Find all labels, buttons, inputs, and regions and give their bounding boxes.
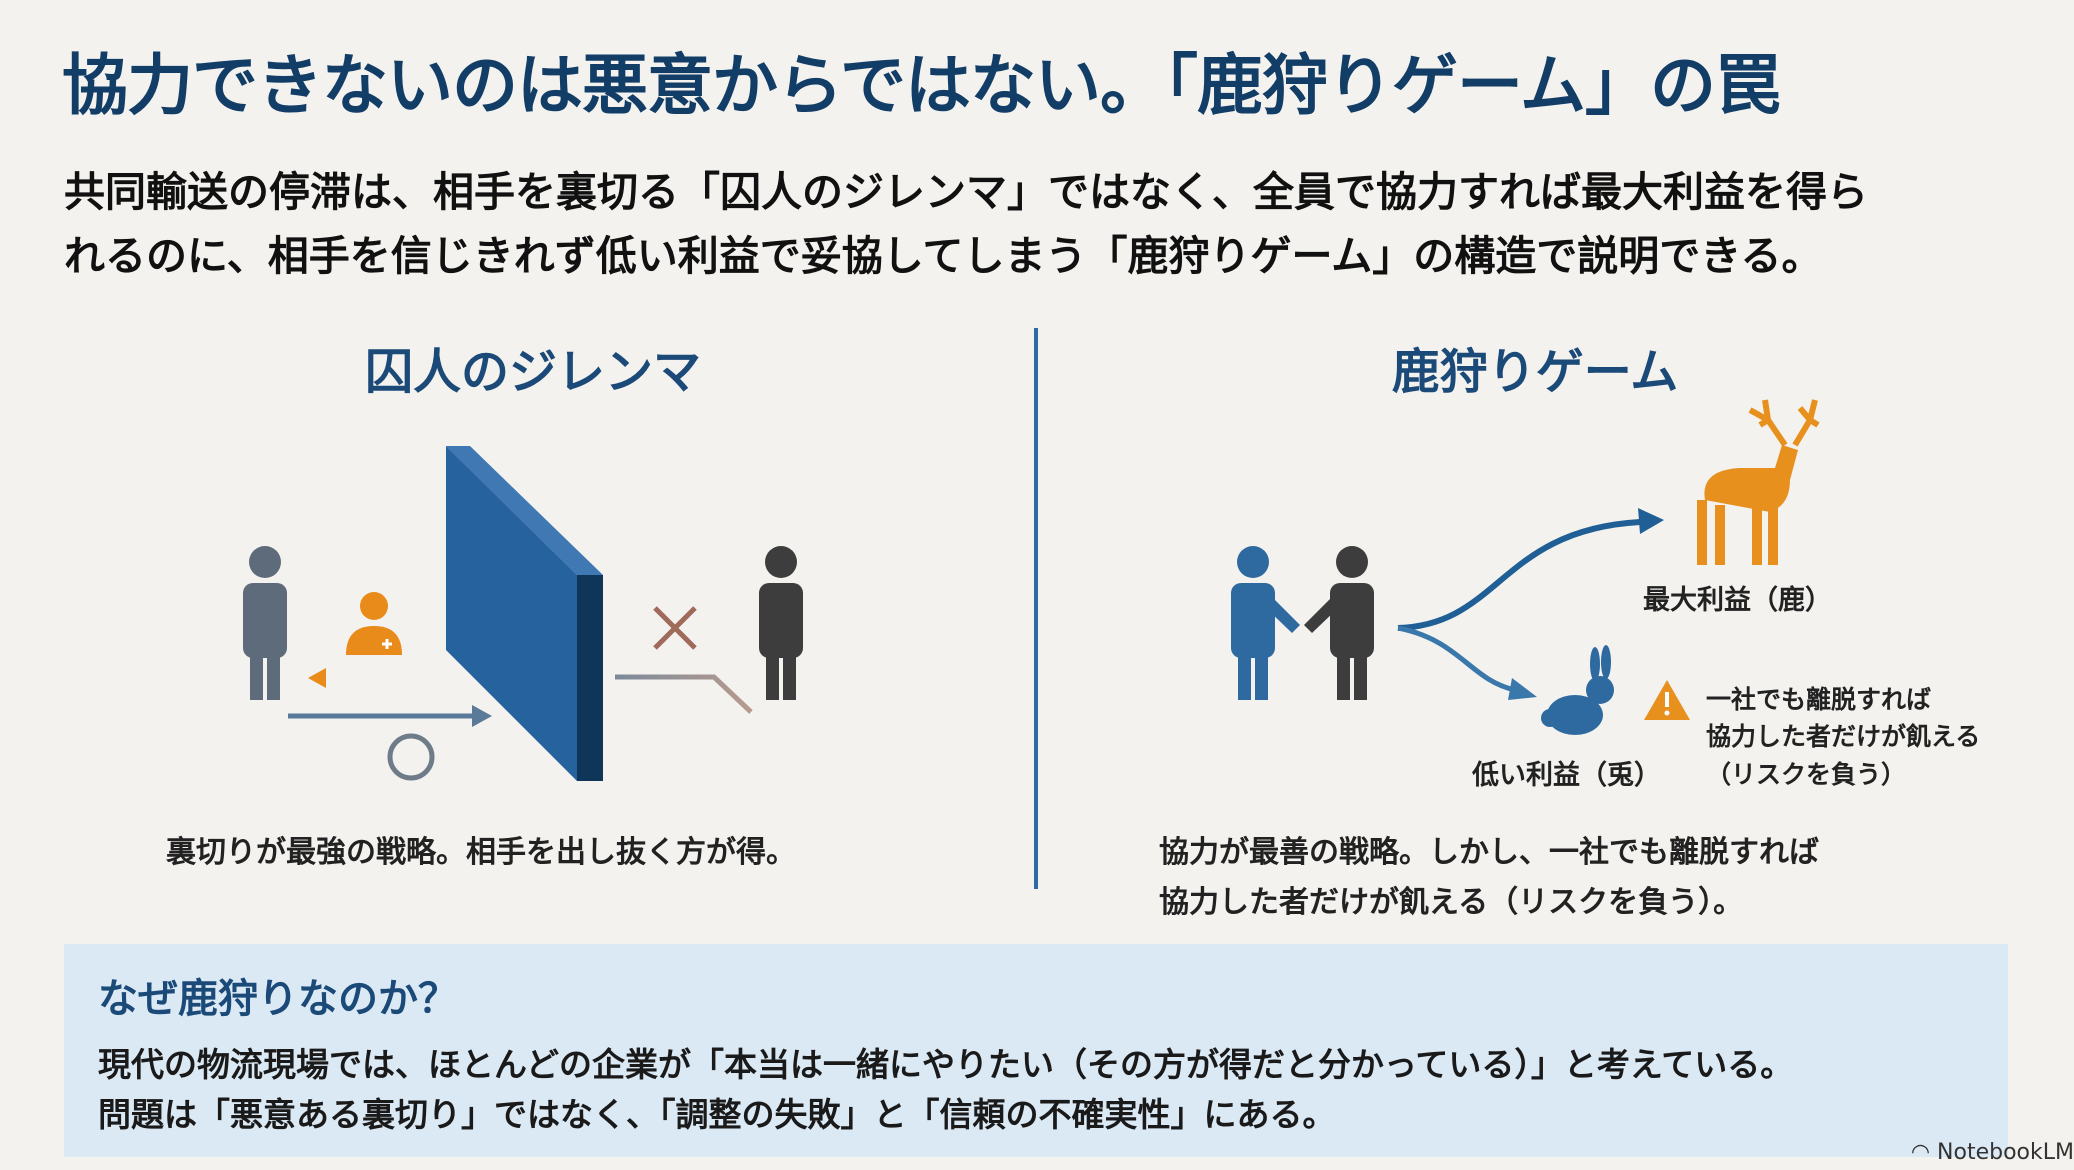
cross-icon <box>653 606 697 650</box>
hare-icon <box>1541 645 1614 735</box>
arrow-to-stag-icon <box>1397 508 1664 631</box>
warning-line-3: （リスクを負う） <box>1706 760 1907 789</box>
broken-path-icon <box>615 674 753 714</box>
hare-label: 低い利益（兎） <box>1472 760 1661 791</box>
prisoners-dilemma-caption: 裏切りが最強の戦略。相手を出し抜く方が得。 <box>166 835 796 870</box>
watermark: ◠ NotebookLM <box>1911 1140 2074 1165</box>
callout-heading: なぜ鹿狩りなのか？ <box>98 976 458 1022</box>
callout-box <box>64 944 2008 1157</box>
wall-icon <box>446 446 603 781</box>
arrow-right-icon <box>288 705 492 727</box>
stag-hunt-heading: 鹿狩りゲーム <box>1391 344 1679 400</box>
prisoners-dilemma-heading: 囚人のジレンマ <box>364 344 702 400</box>
callout-line-1: 現代の物流現場では、ほとんどの企業が「本当は一緒にやりたい（その方が得だと分かっ… <box>98 1045 1794 1084</box>
person-orange-icon <box>346 592 402 655</box>
warning-line-2: 協力した者だけが飢える <box>1706 722 1981 751</box>
arrow-to-hare-icon <box>1397 625 1537 700</box>
handshake-icon <box>1231 546 1374 700</box>
subtitle-line-1: 共同輸送の停滞は、相手を裏切る「囚人のジレンマ」ではなく、全員で協力すれば最大利… <box>64 168 1868 216</box>
circle-icon <box>387 733 435 781</box>
page-title: 協力できないのは悪意からではない。「鹿狩りゲーム」の罠 <box>62 47 1781 124</box>
person-dark-icon <box>759 546 803 700</box>
stag-hunt-caption-2: 協力した者だけが飢える（リスクを負う）。 <box>1159 885 1744 920</box>
stag-icon <box>1697 399 1820 565</box>
watermark-text: NotebookLM <box>1937 1140 2074 1165</box>
arrow-left-icon <box>308 668 444 688</box>
stag-hunt-caption-1: 協力が最善の戦略。しかし、一社でも離脱すれば <box>1159 835 1819 870</box>
warning-icon <box>1644 680 1690 720</box>
stag-label: 最大利益（鹿） <box>1643 585 1832 616</box>
warning-line-1: 一社でも離脱すれば <box>1706 685 1932 714</box>
callout-line-2: 問題は「悪意ある裏切り」ではなく、「調整の失敗」と「信頼の不確実性」にある。 <box>98 1095 1336 1134</box>
notebooklm-logo-icon: ◠ <box>1910 1140 1938 1165</box>
person-gray-icon <box>243 546 287 700</box>
subtitle-line-2: れるのに、相手を信じきれず低い利益で妥協してしまう「鹿狩りゲーム」の構造で説明で… <box>64 232 1823 280</box>
